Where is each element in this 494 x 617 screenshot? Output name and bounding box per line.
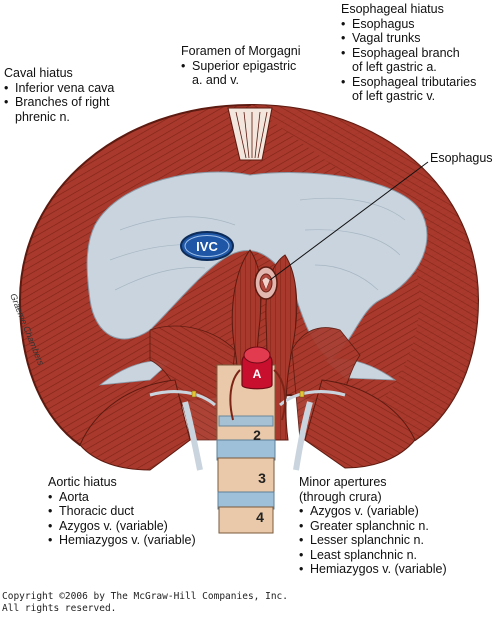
esophageal-hiatus-title: Esophageal hiatus	[341, 2, 444, 16]
caval-hiatus-label: Caval hiatus Inferior vena cava Branches…	[4, 66, 114, 124]
caval-hiatus-title: Caval hiatus	[4, 66, 73, 80]
list-item: Inferior vena cava	[4, 81, 114, 96]
esophageal-hiatus-list: Esophagus Vagal trunks Esophageal branch…	[341, 17, 476, 104]
aortic-hiatus-title: Aortic hiatus	[48, 475, 117, 489]
esophagus-pointer-label: Esophagus	[430, 151, 493, 165]
vertebra-label-3: 3	[258, 470, 266, 486]
list-item: Least splanchnic n.	[299, 548, 447, 563]
list-item: Azygos v. (variable)	[48, 519, 196, 534]
aortic-hiatus-label: Aortic hiatus Aorta Thoracic duct Azygos…	[48, 475, 196, 548]
foramen-morgagni-label: Foramen of Morgagni Superior epigastrica…	[181, 44, 301, 88]
esophageal-hiatus-label: Esophageal hiatus Esophagus Vagal trunks…	[341, 2, 476, 104]
ivc-label: IVC	[196, 239, 218, 254]
left-lumbar-muscle	[79, 379, 191, 471]
list-item: Aorta	[48, 490, 196, 505]
esophagus-leader-line	[269, 161, 429, 281]
minor-apertures-label: Minor apertures (through crura) Azygos v…	[299, 475, 447, 577]
caval-hiatus-list: Inferior vena cava Branches of rightphre…	[4, 81, 114, 125]
ivc-opening	[180, 231, 234, 261]
list-item: Thoracic duct	[48, 504, 196, 519]
copyright-notice: Copyright ©2006 by The McGraw-Hill Compa…	[2, 591, 288, 615]
list-item: Hemiazygos v. (variable)	[299, 562, 447, 577]
right-lumbar-muscle	[304, 379, 416, 469]
minor-apertures-subtitle: (through crura)	[299, 489, 382, 504]
list-item: Azygos v. (variable)	[299, 504, 447, 519]
vertebral-column	[216, 364, 276, 534]
minor-apertures-list: Azygos v. (variable) Greater splanchnic …	[299, 504, 447, 577]
list-item: Esophagus	[341, 17, 476, 32]
copyright-line-1: Copyright ©2006 by The McGraw-Hill Compa…	[2, 591, 288, 602]
copyright-line-2: All rights reserved.	[2, 603, 117, 614]
sternal-part	[227, 107, 273, 161]
aortic-hiatus-list: Aorta Thoracic duct Azygos v. (variable)…	[48, 490, 196, 548]
list-item: Lesser splanchnic n.	[299, 533, 447, 548]
foramen-morgagni-title: Foramen of Morgagni	[181, 44, 301, 58]
aorta-label: A	[253, 367, 262, 381]
list-item: Greater splanchnic n.	[299, 519, 447, 534]
vertebra-label-4: 4	[256, 509, 264, 525]
list-item: Vagal trunks	[341, 31, 476, 46]
vertebra-label-2: 2	[253, 427, 261, 443]
minor-apertures-title: Minor apertures	[299, 475, 387, 489]
list-item: Hemiazygos v. (variable)	[48, 533, 196, 548]
